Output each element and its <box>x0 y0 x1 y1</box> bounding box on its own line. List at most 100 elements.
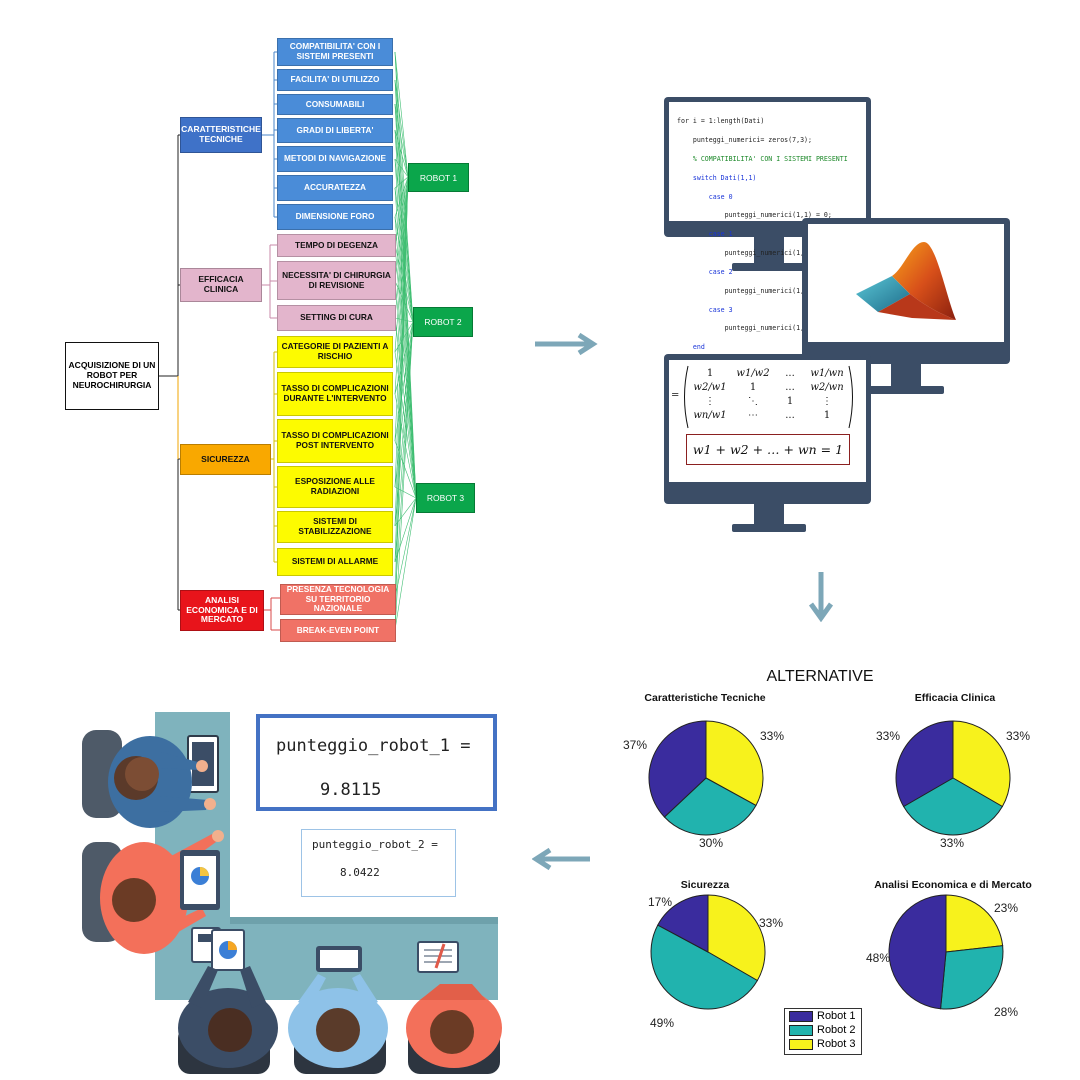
result-robot-1-label: punteggio_robot_1 = <box>276 736 471 756</box>
pie-slice-robot-3 <box>952 720 1011 808</box>
matrix-cell: w1/w2 <box>736 368 770 379</box>
monitor-code-screen <box>669 102 866 221</box>
pie-label: 33% <box>760 729 785 743</box>
code-case: case 3 <box>677 305 733 314</box>
pie-slice-robot-1 <box>657 894 709 953</box>
criterion-facilita-utilizzo: FACILITA' DI UTILIZZO <box>277 69 393 91</box>
category-caratteristiche-tecniche: CARATTERISTICHE TECNICHE <box>180 117 262 153</box>
matrix-equals: = <box>671 390 680 401</box>
matrix-cell: w1/wn <box>810 368 844 379</box>
criterion-robot-link <box>394 176 409 189</box>
criterion-robot-link <box>394 216 417 499</box>
criterion-robot-link <box>394 321 414 599</box>
criterion-esposizione-radiazioni: ESPOSIZIONE ALLE RADIAZIONI <box>277 466 393 508</box>
criterion-robot-link <box>394 321 414 488</box>
pie-label: 23% <box>994 901 1019 915</box>
arrow-right-icon <box>535 332 598 356</box>
monitor-matlab-base <box>868 386 944 394</box>
criterion-compatibilita: COMPATIBILITA' CON I SISTEMI PRESENTI <box>277 38 393 66</box>
criterion-metodi-navigazione: METODI DI NAVIGAZIONE <box>277 146 393 172</box>
criterion-robot-link <box>394 103 409 178</box>
matrix-cell: ⋮ <box>705 396 715 407</box>
criterion-robot-link <box>394 176 409 353</box>
category-efficacia-clinica: EFFICACIA CLINICA <box>180 268 262 302</box>
monitor-matlab-stand <box>891 364 921 390</box>
pie-charts <box>648 720 1011 1010</box>
pie-label: 33% <box>759 916 784 930</box>
pie-slice-robot-2 <box>940 945 1004 1010</box>
pie-slice-robot-2 <box>902 777 1004 836</box>
matrix-cell: w2/wn <box>810 382 844 393</box>
legend-label: Robot 2 <box>817 1024 856 1036</box>
criterion-dimensione-foro: DIMENSIONE FORO <box>277 204 393 230</box>
criterion-robot-link <box>394 497 417 599</box>
code-line: switch Dati(1,1) <box>677 173 757 182</box>
pie-slice-robot-1 <box>888 894 947 1010</box>
criterion-robot-link <box>394 51 409 178</box>
pie-slice-robot-1 <box>648 720 707 818</box>
pie-title-caratteristiche: Caratteristiche Tecniche <box>644 692 766 704</box>
code-case: case 0 <box>677 192 733 201</box>
matrix-cell: ... <box>785 410 795 421</box>
robot-1-alternative: ROBOT 1 <box>408 163 469 192</box>
tree-root-goal: ACQUISIZIONE DI UN ROBOT PER NEUROCHIRUR… <box>65 342 159 410</box>
pie-slice-robot-2 <box>663 777 757 836</box>
pie-slice-robot-3 <box>705 720 764 807</box>
criterion-robot-link <box>394 497 417 631</box>
pie-slice-robot-1 <box>895 720 954 808</box>
result-robot-1: punteggio_robot_1 = 9.8115 <box>256 714 497 811</box>
pie-label: 30% <box>699 836 724 850</box>
pie-label: 48% <box>866 951 891 965</box>
monitor-code-stand <box>754 237 784 265</box>
criterion-robot-link <box>394 129 414 323</box>
code-case: case 2 <box>677 267 733 276</box>
matrix-cell: 1 <box>706 368 714 379</box>
legend-label: Robot 1 <box>817 1010 856 1022</box>
criterion-robot-link <box>394 129 409 178</box>
tree-connectors <box>159 51 417 631</box>
robot-3-alternative: ROBOT 3 <box>416 483 475 513</box>
matrix-bracket-right <box>848 365 853 429</box>
matrix-bracket-left <box>684 365 689 429</box>
matrix-cell: ⋮ <box>822 396 832 407</box>
criterion-robot-link <box>394 176 409 282</box>
arrow-down-icon <box>808 572 834 622</box>
category-sicurezza: SICUREZZA <box>180 444 271 475</box>
matrix-cell: ⋯ <box>748 410 758 421</box>
legend-label: Robot 3 <box>817 1038 856 1050</box>
criterion-complicazioni-intervento: TASSO DI COMPLICAZIONI DURANTE L'INTERVE… <box>277 372 393 416</box>
matlab-logo-icon <box>856 242 956 320</box>
criterion-categorie-pazienti: CATEGORIE DI PAZIENTI A RISCHIO <box>277 336 393 368</box>
arrow-left-icon <box>532 847 590 871</box>
matrix-cell: ... <box>785 368 795 379</box>
pie-label: 37% <box>623 738 648 752</box>
pie-label: 17% <box>648 895 673 909</box>
matrix-cell: 1 <box>823 410 831 421</box>
criterion-robot-link <box>394 176 409 319</box>
criterion-accuratezza: ACCURATEZZA <box>277 175 393 201</box>
pie-label: 33% <box>1006 729 1031 743</box>
criterion-tempo-degenza: TEMPO DI DEGENZA <box>277 234 396 257</box>
criterion-sistemi-allarme: SISTEMI DI ALLARME <box>277 548 393 576</box>
criterion-robot-link <box>394 79 409 178</box>
criterion-robot-link <box>394 176 409 246</box>
pie-slice-robot-2 <box>650 924 759 1010</box>
pie-label: 28% <box>994 1005 1019 1019</box>
monitor-code-base <box>732 263 806 271</box>
criterion-break-even: BREAK-EVEN POINT <box>280 619 396 642</box>
criterion-robot-link <box>394 158 409 178</box>
criterion-setting-cura: SETTING DI CURA <box>277 305 396 331</box>
legend-item: Robot 3 <box>785 1037 861 1051</box>
matrix-cell: w2/w1 <box>693 382 727 393</box>
robot-2-alternative: ROBOT 2 <box>413 307 473 337</box>
legend-item: Robot 2 <box>785 1023 861 1037</box>
criterion-robot-link <box>394 497 417 563</box>
code-line: punteggi_numerici(1,1) = 0; <box>677 211 832 220</box>
code-case: case 1 <box>677 230 733 239</box>
legend-item: Robot 1 <box>785 1009 861 1023</box>
criterion-robot-link <box>394 176 409 442</box>
code-line: for i = 1:length(Dati) <box>677 117 765 126</box>
pie-title-analisi: Analisi Economica e di Mercato <box>874 879 1032 891</box>
monitor-matrix-base <box>732 524 806 532</box>
matrix-cell: ⋱ <box>748 396 758 407</box>
